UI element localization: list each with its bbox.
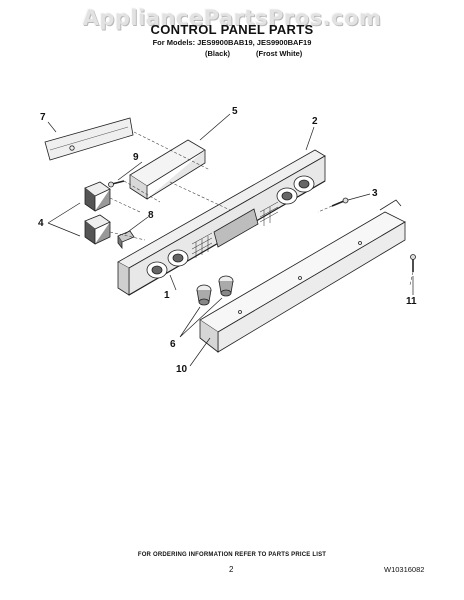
callout-7: 7: [40, 112, 46, 123]
part-10-rear-bracket: [199, 199, 406, 353]
callout-6: 6: [170, 339, 176, 350]
color-label-black: (Black): [205, 49, 231, 58]
page-number: 2: [229, 565, 234, 574]
callout-10: 10: [176, 364, 188, 375]
callout-5: 5: [232, 106, 238, 117]
part-6-knob-left: [196, 284, 212, 306]
part-9-screw: [108, 180, 125, 188]
ordering-note: FOR ORDERING INFORMATION REFER TO PARTS …: [137, 552, 327, 558]
part-2-control-console: [117, 149, 326, 296]
model-numbers: For Models: JES9900BAB19, JES9900BAF19: [152, 38, 312, 47]
callout-8: 8: [148, 210, 154, 221]
part-5-display-cover: [129, 139, 206, 200]
callout-2: 2: [312, 116, 318, 127]
callout-9: 9: [133, 152, 139, 163]
part-8-connector: [117, 230, 135, 250]
part-11-screw: [410, 254, 416, 272]
part-4-switch-upper: [84, 181, 111, 212]
site-watermark: AppliancePartsPros.com: [82, 6, 382, 30]
callout-1: 1: [164, 290, 170, 301]
callout-4: 4: [38, 218, 44, 229]
part-7-trim-overlay: [44, 117, 134, 161]
callout-labels: 1 2 3 4 5 6 7 8 9 10 11: [38, 106, 417, 375]
callout-3: 3: [372, 188, 378, 199]
color-label-white: (Frost White): [256, 49, 303, 58]
callout-11: 11: [406, 296, 417, 307]
part-3-screw: [331, 197, 349, 207]
page-title: CONTROL PANEL PARTS: [150, 22, 314, 37]
part-6-knob-right: [218, 275, 234, 297]
part-4-switch-lower: [84, 214, 111, 245]
document-number: W10316082: [384, 565, 425, 574]
